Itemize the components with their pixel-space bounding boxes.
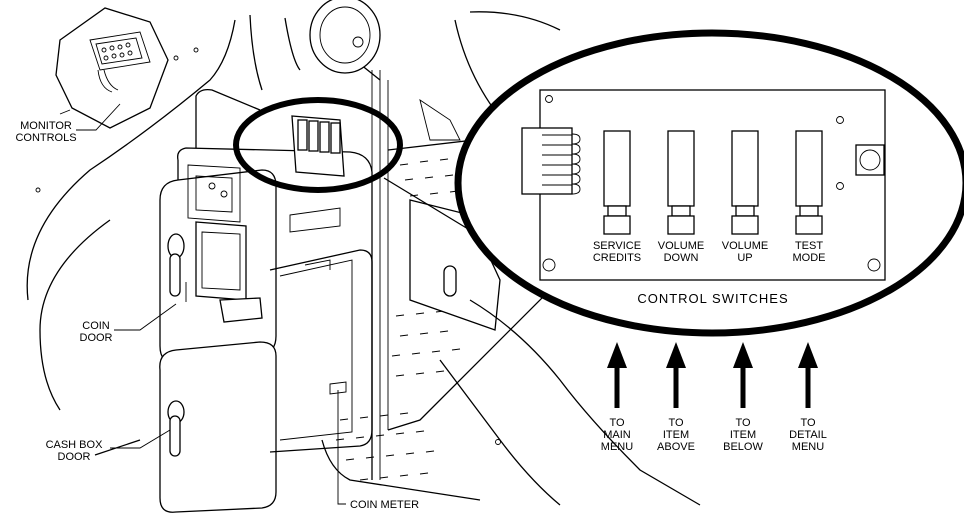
action-item-below-3: BELOW [723, 441, 763, 453]
switch-service-credits[interactable] [603, 130, 631, 235]
switch-label-volume-up-1: VOLUME [722, 240, 768, 252]
switch-label-volume-down-2: DOWN [664, 252, 699, 264]
switch-label-test-mode-1: TEST [795, 240, 823, 252]
action-main-menu-2: MAIN [603, 429, 631, 441]
action-item-above-3: ABOVE [657, 441, 695, 453]
arrow-up-icon [607, 342, 627, 408]
label-monitor-controls-2: CONTROLS [15, 132, 76, 144]
arrow-up-icon [666, 342, 686, 408]
action-item-below-2: ITEM [730, 429, 756, 441]
callout-circle [233, 97, 403, 193]
leader-monitor-controls [76, 103, 121, 131]
label-cash-box-door-2: DOOR [58, 451, 91, 463]
arrow-up-icon [798, 342, 818, 408]
switch-volume-up[interactable] [731, 130, 759, 235]
control-switches-title: CONTROL SWITCHES [637, 291, 788, 306]
leader-coin-door [114, 303, 177, 331]
action-item-above-2: ITEM [663, 429, 689, 441]
switch-test-mode[interactable] [795, 130, 823, 235]
leader-cash-box-door [110, 429, 171, 449]
switch-label-volume-up-2: UP [737, 252, 752, 264]
label-coin-door-2: DOOR [80, 332, 113, 344]
switch-label-service-credits-2: CREDITS [593, 252, 641, 264]
action-detail-menu-2: DETAIL [789, 429, 827, 441]
control-switch-board [539, 89, 886, 281]
arrow-up-icon [733, 342, 753, 408]
switch-label-service-credits-1: SERVICE [593, 240, 641, 252]
action-detail-menu-3: MENU [792, 441, 824, 453]
label-cash-box-door-1: CASH BOX [46, 439, 104, 451]
action-main-menu-3: MENU [601, 441, 633, 453]
leader-coin-meter [337, 390, 346, 505]
label-coin-door-1: COIN [82, 320, 110, 332]
action-main-menu-1: TO [609, 417, 625, 429]
switch-label-test-mode-2: MODE [793, 252, 826, 264]
label-coin-meter: COIN METER [350, 499, 419, 511]
action-item-below-1: TO [735, 417, 751, 429]
perforation-pattern [335, 154, 499, 481]
action-item-above-1: TO [668, 417, 684, 429]
switch-label-volume-down-1: VOLUME [658, 240, 704, 252]
mount-hole-icon [542, 258, 556, 272]
action-detail-menu-1: TO [800, 417, 816, 429]
ribbon-connector [521, 127, 573, 195]
callout-leader [383, 177, 479, 236]
switch-volume-down[interactable] [667, 130, 695, 235]
label-monitor-controls-1: MONITOR [20, 120, 72, 132]
